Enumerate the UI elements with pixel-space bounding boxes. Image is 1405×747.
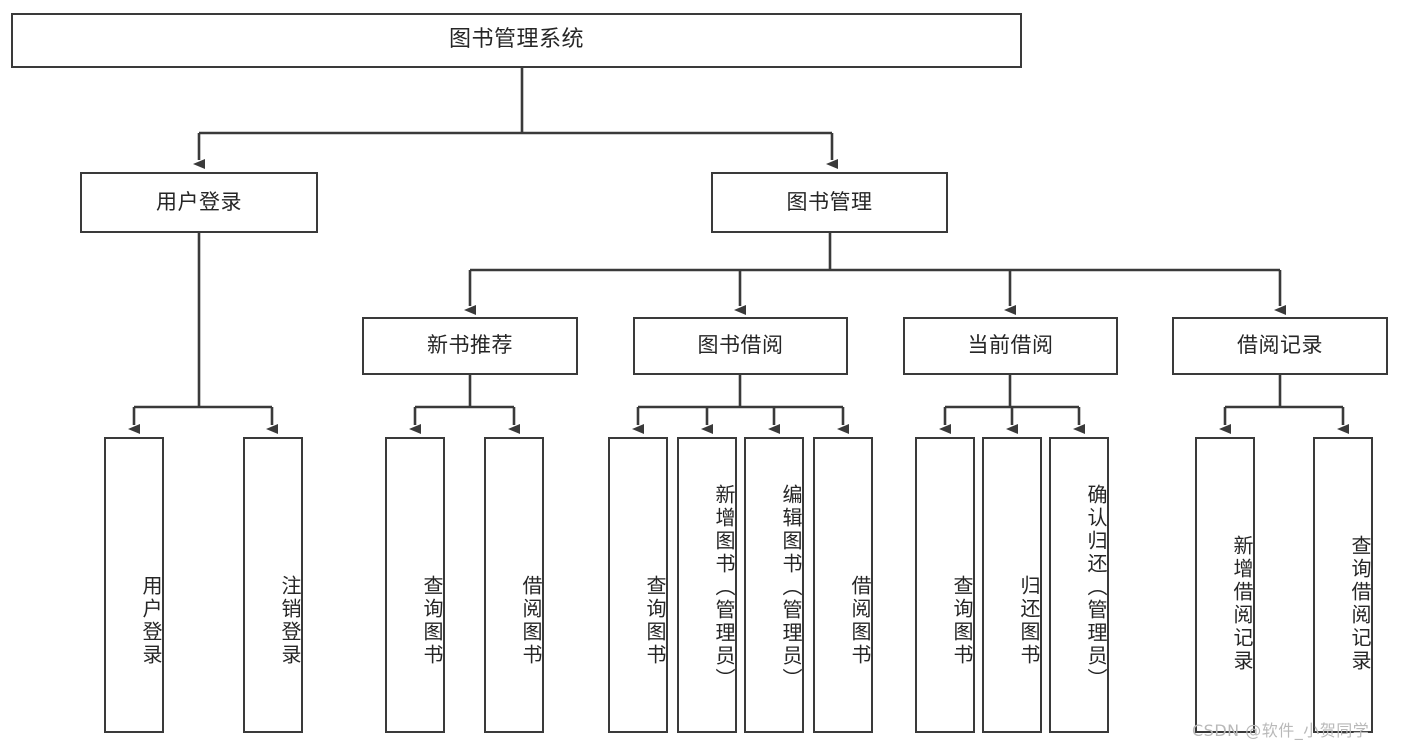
node-label: 借阅图书 xyxy=(519,575,543,667)
node-current-borrow[interactable]: 当前借阅 xyxy=(903,317,1118,375)
node-label: 图书管理 xyxy=(786,189,873,214)
node-query-book-borrow[interactable]: 查询图书 xyxy=(608,437,668,733)
node-user-login[interactable]: 用户登录 xyxy=(80,172,318,233)
node-label: 用户登录 xyxy=(139,575,163,667)
node-edit-book-admin[interactable]: 编辑图书（管理员） xyxy=(744,437,804,733)
node-borrow-record[interactable]: 借阅记录 xyxy=(1172,317,1388,375)
node-label: 新增借阅记录 xyxy=(1230,535,1254,673)
node-label: 借阅记录 xyxy=(1237,333,1323,358)
node-label: 查询借阅记录 xyxy=(1348,535,1372,673)
watermark-text: CSDN @软件_小贺同学 xyxy=(1192,721,1370,740)
node-label: 新增图书（管理员） xyxy=(712,483,736,691)
node-label: 编辑图书（管理员） xyxy=(779,483,803,691)
node-query-book-new[interactable]: 查询图书 xyxy=(385,437,445,733)
node-add-borrow-record[interactable]: 新增借阅记录 xyxy=(1195,437,1255,733)
node-label: 新书推荐 xyxy=(427,333,513,358)
node-label: 借阅图书 xyxy=(848,575,872,667)
node-label: 确认归还（管理员） xyxy=(1084,483,1108,691)
node-return-book[interactable]: 归还图书 xyxy=(982,437,1042,733)
node-label: 归还图书 xyxy=(1017,575,1041,667)
node-book-management[interactable]: 图书管理 xyxy=(711,172,948,233)
node-label: 用户登录 xyxy=(156,189,242,214)
node-user-login-action[interactable]: 用户登录 xyxy=(104,437,164,733)
node-label: 图书借阅 xyxy=(697,333,784,358)
node-query-borrow-record[interactable]: 查询借阅记录 xyxy=(1313,437,1373,733)
node-new-book-recommend[interactable]: 新书推荐 xyxy=(362,317,578,375)
node-user-logout-action[interactable]: 注销登录 xyxy=(243,437,303,733)
node-book-borrow[interactable]: 图书借阅 xyxy=(633,317,848,375)
node-label: 注销登录 xyxy=(278,575,302,667)
node-root-system[interactable]: 图书管理系统 xyxy=(11,13,1022,68)
node-borrow-book-new[interactable]: 借阅图书 xyxy=(484,437,544,733)
node-query-book-current[interactable]: 查询图书 xyxy=(915,437,975,733)
node-confirm-return-admin[interactable]: 确认归还（管理员） xyxy=(1049,437,1109,733)
node-label: 查询图书 xyxy=(420,575,444,667)
node-borrow-book-action[interactable]: 借阅图书 xyxy=(813,437,873,733)
node-label: 查询图书 xyxy=(643,575,667,667)
node-label: 图书管理系统 xyxy=(448,27,584,53)
node-add-book-admin[interactable]: 新增图书（管理员） xyxy=(677,437,737,733)
node-label: 当前借阅 xyxy=(967,333,1054,358)
node-label: 查询图书 xyxy=(950,575,974,667)
